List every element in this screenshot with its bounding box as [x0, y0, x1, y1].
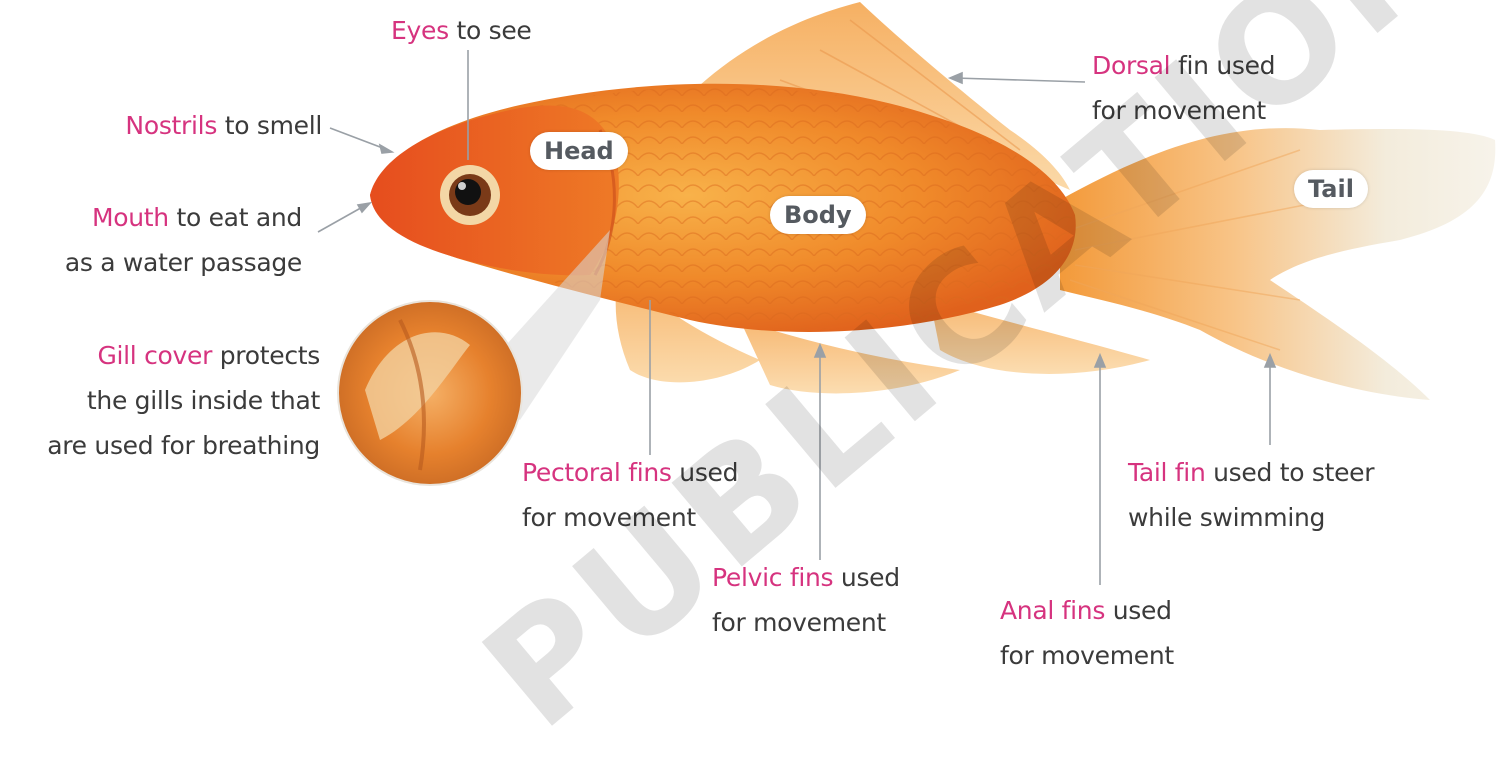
region-head: Head — [530, 132, 628, 170]
label-pelvic: Pelvic fins used for movement — [712, 555, 900, 645]
label-tail-fin: Tail fin used to steer while swimming — [1128, 450, 1374, 540]
region-body: Body — [770, 196, 866, 234]
label-dorsal: Dorsal fin used for movement — [1092, 43, 1275, 133]
label-anal: Anal fins used for movement — [1000, 588, 1174, 678]
region-tail: Tail — [1294, 170, 1368, 208]
label-eyes: Eyes to see — [391, 8, 531, 53]
pelvic-fin — [740, 320, 960, 393]
label-mouth: Mouth to eat and as a water passage — [10, 195, 302, 285]
label-gill-cover: Gill cover protects the gills inside tha… — [0, 333, 320, 468]
label-pectoral: Pectoral fins used for movement — [522, 450, 738, 540]
label-nostrils: Nostrils to smell — [60, 103, 322, 148]
